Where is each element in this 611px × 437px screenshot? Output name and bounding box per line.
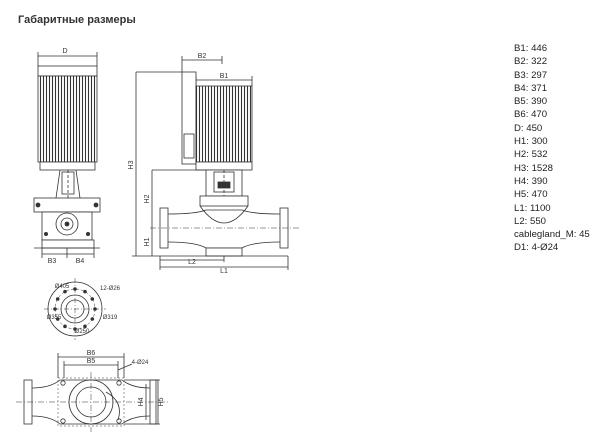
label-d: D <box>62 48 67 55</box>
label-flange-250: Ø250 <box>75 329 90 335</box>
label-flange-319: Ø319 <box>103 315 118 321</box>
label-b5: B5 <box>87 358 96 365</box>
dimension-item: H4: 390 <box>514 175 548 187</box>
label-l1: L1 <box>220 268 228 275</box>
dimension-item: B2: 322 <box>514 56 548 68</box>
flange-bolt-hole <box>83 324 87 329</box>
dimension-item: B3: 297 <box>514 69 548 81</box>
label-h2: H2 <box>144 194 151 203</box>
label-h5: H5 <box>158 397 165 406</box>
dimension-item: H5: 470 <box>514 189 548 201</box>
dimension-item: B6: 470 <box>514 109 548 121</box>
label-base-4-24: 4-Ø24 <box>132 360 149 366</box>
top-view <box>16 353 168 432</box>
motor-body <box>37 75 98 163</box>
label-b1: B1 <box>220 73 229 80</box>
dimension-item: L2: 550 <box>514 215 547 227</box>
motor-body-front <box>195 85 253 163</box>
dimension-item: H2: 532 <box>514 149 548 161</box>
flange-bolt-hole <box>55 297 60 301</box>
page-title: Габаритные размеры <box>18 14 136 26</box>
side-view <box>33 52 101 258</box>
flange-bolt-hole <box>73 287 77 291</box>
label-flange-12-26: 12-Ø26 <box>100 286 121 292</box>
flange-bolt-hole <box>63 289 67 294</box>
dimension-item: B5: 390 <box>514 96 548 108</box>
flange-bolt-hole <box>53 307 57 311</box>
label-b4: B4 <box>76 258 85 265</box>
flange-bolt-hole <box>73 327 77 331</box>
label-l2: L2 <box>188 259 196 266</box>
label-h3: H3 <box>128 160 135 169</box>
dimension-item: H3: 1528 <box>514 162 553 174</box>
motor-top-cap <box>37 65 98 77</box>
flange-bolt-hole <box>90 297 95 301</box>
label-h4: H4 <box>138 397 145 406</box>
flange-bolt-hole <box>90 317 95 321</box>
dimension-list: B1: 446 B2: 322 B3: 297 B4: 371 B5: 390 … <box>514 42 610 255</box>
dimension-item: L1: 1100 <box>514 202 551 214</box>
dimension-item: H1: 300 <box>514 136 548 148</box>
flange-bolt-hole <box>63 324 67 329</box>
label-b2: B2 <box>198 53 207 60</box>
label-b6: B6 <box>87 350 96 357</box>
dimension-item: B4: 371 <box>514 82 548 94</box>
front-view <box>132 56 300 270</box>
pump-flange-band <box>33 197 101 213</box>
flange-bolt-hole <box>55 317 60 321</box>
label-b3: B3 <box>48 258 57 265</box>
flange-bolt-hole <box>83 289 87 294</box>
label-flange-405: Ø405 <box>55 284 70 290</box>
dimension-item: D1: 4-Ø24 <box>514 242 559 254</box>
label-flange-355: Ø355 <box>47 315 62 321</box>
label-h1: H1 <box>144 237 151 246</box>
flange-bolt-hole <box>93 307 97 311</box>
dimension-item: B1: 446 <box>514 43 548 54</box>
flange-bolt-holes <box>53 287 97 331</box>
dimension-item: cablegland_M: 45 <box>514 229 590 241</box>
dimension-item: D: 450 <box>514 122 543 134</box>
